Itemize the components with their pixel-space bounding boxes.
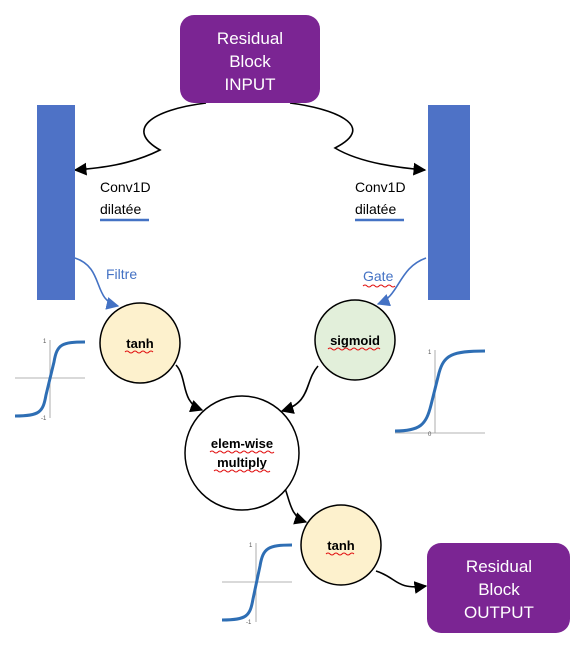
connector-gate (376, 257, 427, 307)
multiply-squiggle-2 (213, 469, 271, 473)
conv-right-bar (428, 105, 470, 300)
tanh-left-squiggle (124, 350, 154, 354)
multiply-node (184, 395, 300, 511)
sigmoid-tick-bottom: 0 (428, 432, 432, 438)
tanh-left-node (99, 302, 181, 384)
connector-tanh-to-multiply (175, 364, 204, 413)
tanh-left-label: tanh (126, 336, 154, 351)
conv-right-line1: Conv1D (355, 179, 406, 195)
conv-left-bar (37, 105, 75, 300)
tanh-plot-bottom: 1 -1 (221, 543, 293, 626)
gate-spell-squiggle (362, 284, 396, 288)
connector-input-to-conv-right (289, 102, 427, 176)
sigmoid-node (314, 299, 396, 381)
connector-input-to-conv-left (73, 102, 207, 176)
input-line1: Residual (217, 29, 283, 48)
input-box (180, 15, 320, 103)
connector-sigmoid-to-multiply (280, 365, 319, 414)
input-line2: Block (229, 52, 271, 71)
gate-label: Gate (363, 268, 394, 284)
tanh-bottom-tick-bottom: -1 (246, 620, 252, 626)
residual-block-input: Residual Block INPUT (180, 15, 320, 103)
conv-left-line2: dilatée (100, 201, 141, 217)
conv-right-line2: dilatée (355, 201, 396, 217)
residual-block-output: Residual Block OUTPUT (427, 543, 570, 633)
tanh-left-tick-top: 1 (43, 339, 47, 345)
tanh-plot-left: 1 -1 (14, 339, 86, 422)
connector-tanh-to-output (375, 570, 428, 594)
sigmoid-plot: 1 0 (394, 349, 486, 438)
multiply-line1: elem-wise (211, 436, 273, 451)
tanh-left-tick-bottom: -1 (41, 416, 47, 422)
output-box (427, 543, 570, 633)
conv-left-line1: Conv1D (100, 179, 151, 195)
output-line1: Residual (466, 557, 532, 576)
tanh-bottom-label: tanh (327, 538, 355, 553)
multiply-line2: multiply (217, 455, 268, 470)
sigmoid-squiggle (327, 347, 381, 351)
tanh-bottom-tick-top: 1 (249, 543, 253, 549)
connector-filter (74, 257, 120, 310)
filter-label: Filtre (106, 266, 137, 282)
multiply-squiggle (209, 450, 275, 454)
tanh-bottom-node (300, 504, 382, 586)
output-line2: Block (478, 580, 520, 599)
sigmoid-curve (394, 349, 486, 433)
tanh-bottom-squiggle (325, 552, 355, 556)
input-line3: INPUT (225, 75, 276, 94)
tanh-left-curve (14, 340, 86, 418)
sigmoid-label: sigmoid (330, 333, 380, 348)
sigmoid-tick-top: 1 (428, 350, 432, 356)
tanh-bottom-curve (221, 543, 293, 622)
output-line3: OUTPUT (464, 603, 534, 622)
